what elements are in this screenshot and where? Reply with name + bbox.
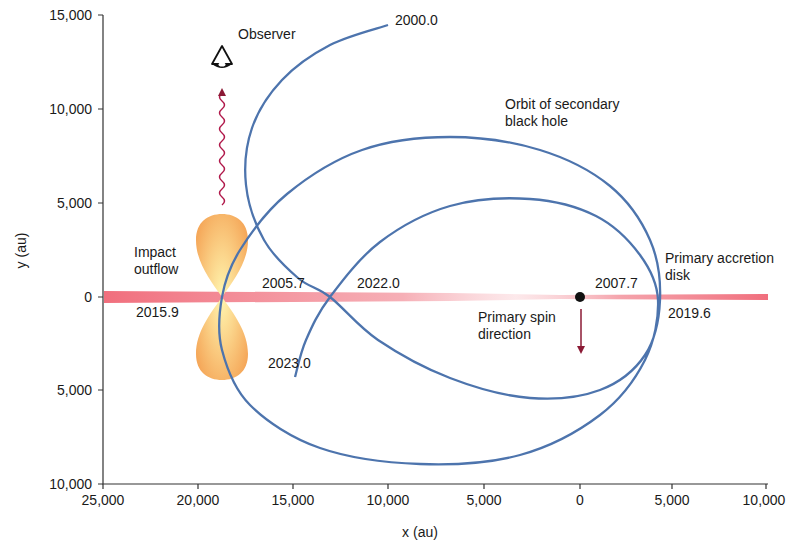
accretion-disk [104,291,768,303]
tick-label: 10,000 [49,101,92,118]
epoch-label: 2023.0 [268,355,311,372]
tick-label: 15,000 [49,7,92,24]
spin-arrow [580,309,582,350]
tick-label: 5,000 [654,492,689,509]
secondary-orbit [219,25,660,464]
observer-eye [212,46,232,68]
spin-label: Primary spin direction [478,309,578,343]
disk-label: Primary accretion disk [665,250,775,284]
orbit-label: Orbit of secondary black hole [505,96,645,130]
tick-label: 5,000 [466,492,501,509]
epoch-label: 2015.9 [136,304,179,321]
axis-title: y (au) [13,232,30,268]
epoch-label: 2005.7 [262,275,305,292]
tick-label: 0 [84,289,92,306]
tick-label: 25,000 [82,492,125,509]
outflow-label: Impact outflow [134,244,206,278]
tick-label: 0 [576,492,584,509]
tick-label: 20,000 [177,492,220,509]
epoch-label: 2019.6 [668,305,711,322]
epoch-label: 2022.0 [357,275,400,292]
observer-label: Observer [238,26,296,43]
tick-label: 5,000 [57,382,92,399]
tick-label: 15,000 [272,492,315,509]
tick-label: 10,000 [49,476,92,493]
tick-label: 10,000 [367,492,410,509]
tick-label: 10,000 [743,492,786,509]
emission-wave [220,92,225,205]
epoch-label: 2007.7 [595,275,638,292]
axis-title: x (au) [402,524,438,541]
epoch-label: 2000.0 [395,12,438,29]
primary-black-hole [575,292,585,302]
tick-label: 5,000 [57,195,92,212]
